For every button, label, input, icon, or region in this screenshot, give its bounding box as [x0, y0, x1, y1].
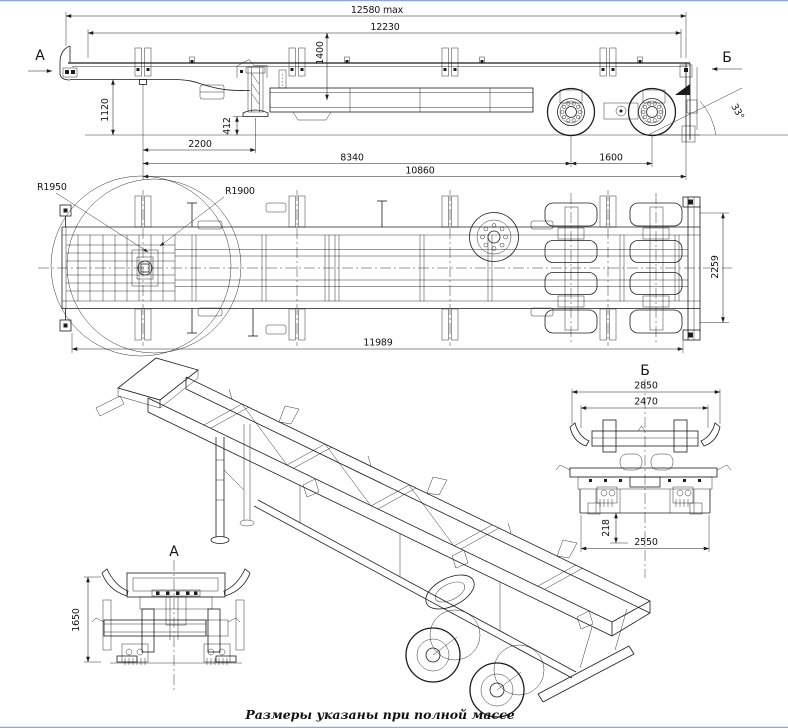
iso-spare-wheel — [425, 574, 475, 610]
kingpin — [139, 79, 147, 85]
dim-frame-length: 11989 — [363, 338, 392, 349]
swing-radius-front — [50, 175, 232, 357]
container-twistlocks-plan — [134, 190, 617, 346]
rear-view-label: Б — [640, 363, 650, 379]
iso-wheels — [405, 609, 545, 718]
lower-subframe — [269, 69, 534, 121]
dim-rear-ground-clearance: 218 — [601, 519, 612, 537]
isometric-view — [95, 357, 651, 718]
dim-kingpin-to-leg: 2200 — [188, 139, 212, 150]
kingpin-plan — [131, 249, 159, 287]
dim-overall: 12230 — [370, 22, 399, 33]
side-view: 12580 max 12230 1400 — [28, 5, 788, 180]
container-twistlocks-side — [134, 47, 617, 77]
dim-radius-rear: R1900 — [225, 186, 255, 197]
landing-gear — [242, 66, 269, 117]
dim-leg-clearance: 412 — [222, 117, 233, 135]
iso-headboard — [95, 357, 199, 417]
dim-kingpin-to-axle1: 8340 — [340, 153, 364, 164]
drawing-caption: Размеры указаны при полной массе — [244, 707, 514, 722]
rear-end-side — [675, 63, 698, 143]
rear-view-b: Б 2850 2470 21 — [555, 363, 732, 578]
dim-departure-angle: 33° — [728, 102, 746, 122]
dim-axle-spacing: 1600 — [599, 153, 623, 164]
dim-radius-front: R1950 — [37, 182, 67, 193]
iso-landing-gear — [210, 424, 255, 544]
plan-view: R1950 R1900 — [37, 175, 732, 357]
swing-radius-rear — [66, 178, 242, 354]
wheel-axle1 — [546, 87, 596, 137]
spare-wheel — [469, 212, 519, 262]
cross-members — [191, 235, 680, 301]
rear-view-body — [555, 419, 732, 515]
dim-plan-width: 2259 — [710, 255, 721, 279]
dim-rear-width-overall: 2850 — [634, 381, 658, 392]
section-label-b: Б — [722, 50, 732, 66]
dim-overall-max: 12580 max — [351, 5, 404, 16]
front-lattice — [66, 235, 176, 301]
front-view-label: А — [169, 544, 179, 560]
front-view-a: А 1650 — [71, 544, 251, 692]
iso-crossmembers — [203, 403, 584, 590]
section-label-a: А — [35, 48, 45, 64]
dim-rear-width-bolster: 2470 — [634, 397, 658, 408]
wheel-axle2 — [627, 87, 677, 137]
iso-rear-bumper — [537, 608, 635, 703]
stakes — [187, 200, 387, 337]
deck-fittings — [189, 56, 643, 64]
dim-front-view-height: 1650 — [71, 608, 82, 632]
dim-rear-width-tires: 2550 — [634, 537, 658, 548]
iso-container-guides — [228, 388, 594, 630]
dim-deck-height: 1120 — [100, 98, 111, 122]
front-view-body — [91, 568, 251, 665]
dim-kingpin-to-rear: 10860 — [405, 166, 434, 177]
rear-bumper-plan — [682, 196, 701, 341]
dim-front-height: 1400 — [315, 41, 326, 65]
